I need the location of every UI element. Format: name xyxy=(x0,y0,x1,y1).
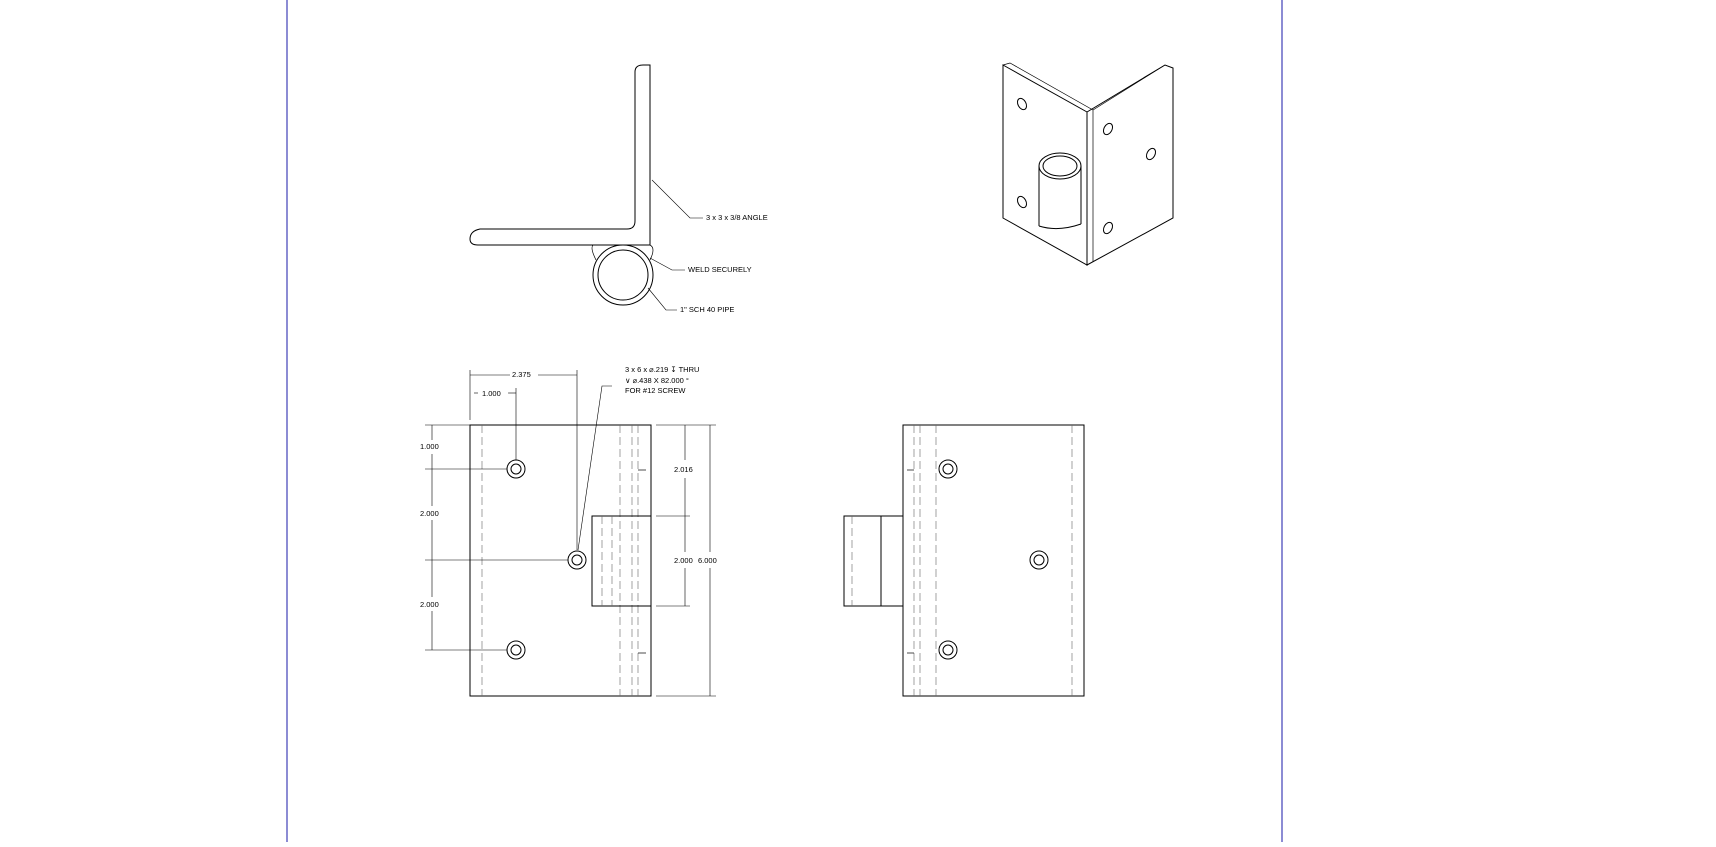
pipe-callout: 1" SCH 40 PIPE xyxy=(680,305,734,314)
top-view: 3 x 3 x 3/8 ANGLE WELD SECURELY 1" SCH 4… xyxy=(469,64,768,314)
weld-right xyxy=(649,244,654,261)
screw-hole-outer xyxy=(567,550,587,570)
iso-left-face xyxy=(1002,64,1088,266)
dim-2016: 2.016 xyxy=(674,465,693,474)
dim-6000: 6.000 xyxy=(698,556,717,565)
dim-1000-horizontal: 1.000 xyxy=(482,389,501,398)
iso-top-edge xyxy=(1002,62,1166,111)
hole-callout-line3: FOR #12 SCREW xyxy=(625,386,686,395)
screw-hole-outer xyxy=(938,640,958,660)
iso-hole xyxy=(1016,97,1028,111)
screw-hole-inner xyxy=(942,644,954,656)
screw-hole-inner xyxy=(510,644,522,656)
dim-2375: 2.375 xyxy=(512,370,531,379)
dim-1000-vertical: 1.000 xyxy=(420,442,439,451)
screw-hole-outer xyxy=(938,459,958,479)
dim-2000-upper: 2.000 xyxy=(420,509,439,518)
screw-hole-outer xyxy=(506,640,526,660)
weld-leader xyxy=(649,257,685,271)
iso-hole xyxy=(1102,122,1114,136)
pipe-outer xyxy=(592,244,654,306)
pipe-side xyxy=(843,515,904,607)
angle-section xyxy=(469,64,651,246)
iso-right-face xyxy=(1086,64,1174,266)
side-view xyxy=(843,424,1085,697)
screw-hole-inner xyxy=(1033,554,1045,566)
pipe-inner xyxy=(597,249,649,301)
front-plate xyxy=(469,424,652,697)
dim-2000-lower: 2.000 xyxy=(420,600,439,609)
iso-pipe-top-inner xyxy=(1042,155,1078,177)
screw-hole-inner xyxy=(510,463,522,475)
screw-hole-outer xyxy=(1029,550,1049,570)
angle-callout: 3 x 3 x 3/8 ANGLE xyxy=(706,213,768,222)
iso-hole xyxy=(1016,195,1028,209)
pipe-front xyxy=(591,515,652,607)
weld-callout: WELD SECURELY xyxy=(688,265,752,274)
pipe-leader xyxy=(647,287,677,311)
hole-callout-line2: ∨ ⌀.438 X 82.000 ° xyxy=(625,376,689,385)
side-plate xyxy=(902,424,1085,697)
hole-leader xyxy=(577,385,612,551)
iso-hole xyxy=(1145,147,1157,161)
front-view: 2.375 1.000 1.000 2.000 2.000 3 x 6 x ⌀.… xyxy=(420,365,717,697)
weld-left xyxy=(591,244,597,261)
screw-hole-inner xyxy=(942,463,954,475)
screw-hole-outer xyxy=(506,459,526,479)
iso-pipe-bottom xyxy=(1038,223,1082,230)
screw-hole-inner xyxy=(571,554,583,566)
angle-leader xyxy=(651,179,703,219)
dim-2000-pipe: 2.000 xyxy=(674,556,693,565)
iso-pipe-top-outer xyxy=(1038,152,1082,180)
isometric-view xyxy=(1002,62,1174,266)
hole-callout-line1: 3 x 6 x ⌀.219 ↧ THRU xyxy=(625,365,699,374)
iso-hole xyxy=(1102,221,1114,235)
